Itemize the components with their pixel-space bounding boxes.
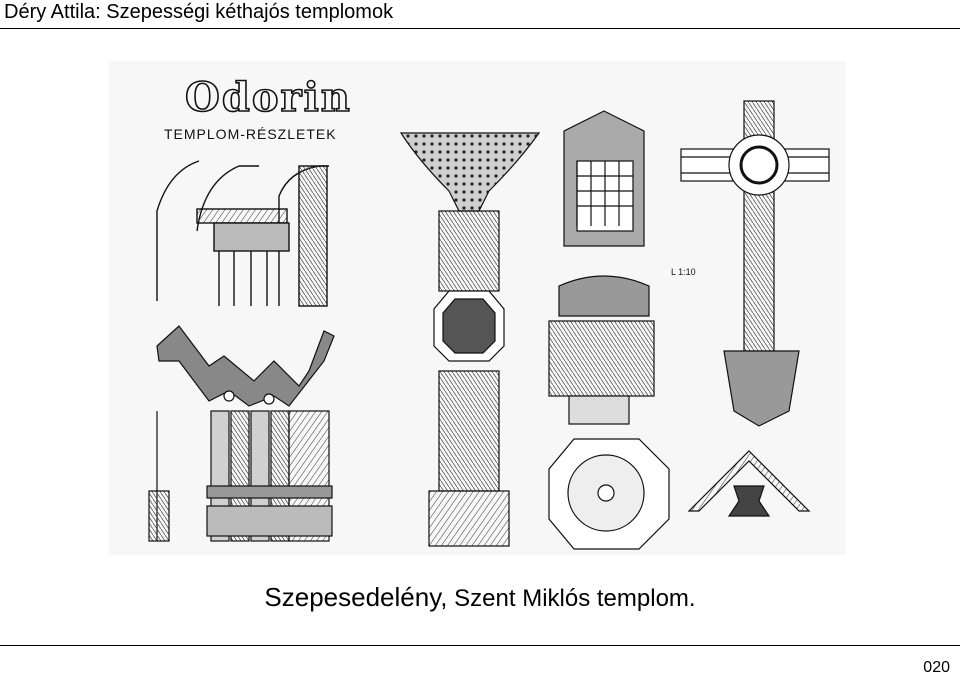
caption-text: Szent Miklós templom. xyxy=(454,585,696,612)
arch-section-drawing xyxy=(156,160,329,307)
pier-plan-drawing xyxy=(156,325,335,407)
drawn-subtitle: TEMPLOM-RÉSZLETEK xyxy=(164,126,337,142)
caption-place: Szepesedelény, xyxy=(264,582,448,612)
page-number: 020 xyxy=(923,659,950,676)
footer-rule xyxy=(0,645,960,646)
shaft-with-roundel-drawing xyxy=(680,100,830,427)
drawn-title: Odorin xyxy=(185,74,352,121)
roof-profile-drawing xyxy=(687,450,811,517)
drawing-illustration: Odorin TEMPLOM-RÉSZLETEK L 1:10 xyxy=(148,73,830,550)
window-niche-drawing xyxy=(563,110,645,247)
header-title: Déry Attila: Szepességi kéthajós templom… xyxy=(4,1,394,23)
caption: Szepesedelény, Szent Miklós templom. xyxy=(0,582,960,614)
header-rule xyxy=(0,28,960,29)
palm-vault-column-drawing xyxy=(399,132,541,547)
cluster-pier-drawing xyxy=(148,410,333,542)
capital-plan-drawing xyxy=(548,438,670,550)
scale-mark: L 1:10 xyxy=(671,267,696,277)
capital-drawing xyxy=(548,275,655,425)
architectural-drawing-plate: Odorin TEMPLOM-RÉSZLETEK L 1:10 xyxy=(109,61,846,555)
